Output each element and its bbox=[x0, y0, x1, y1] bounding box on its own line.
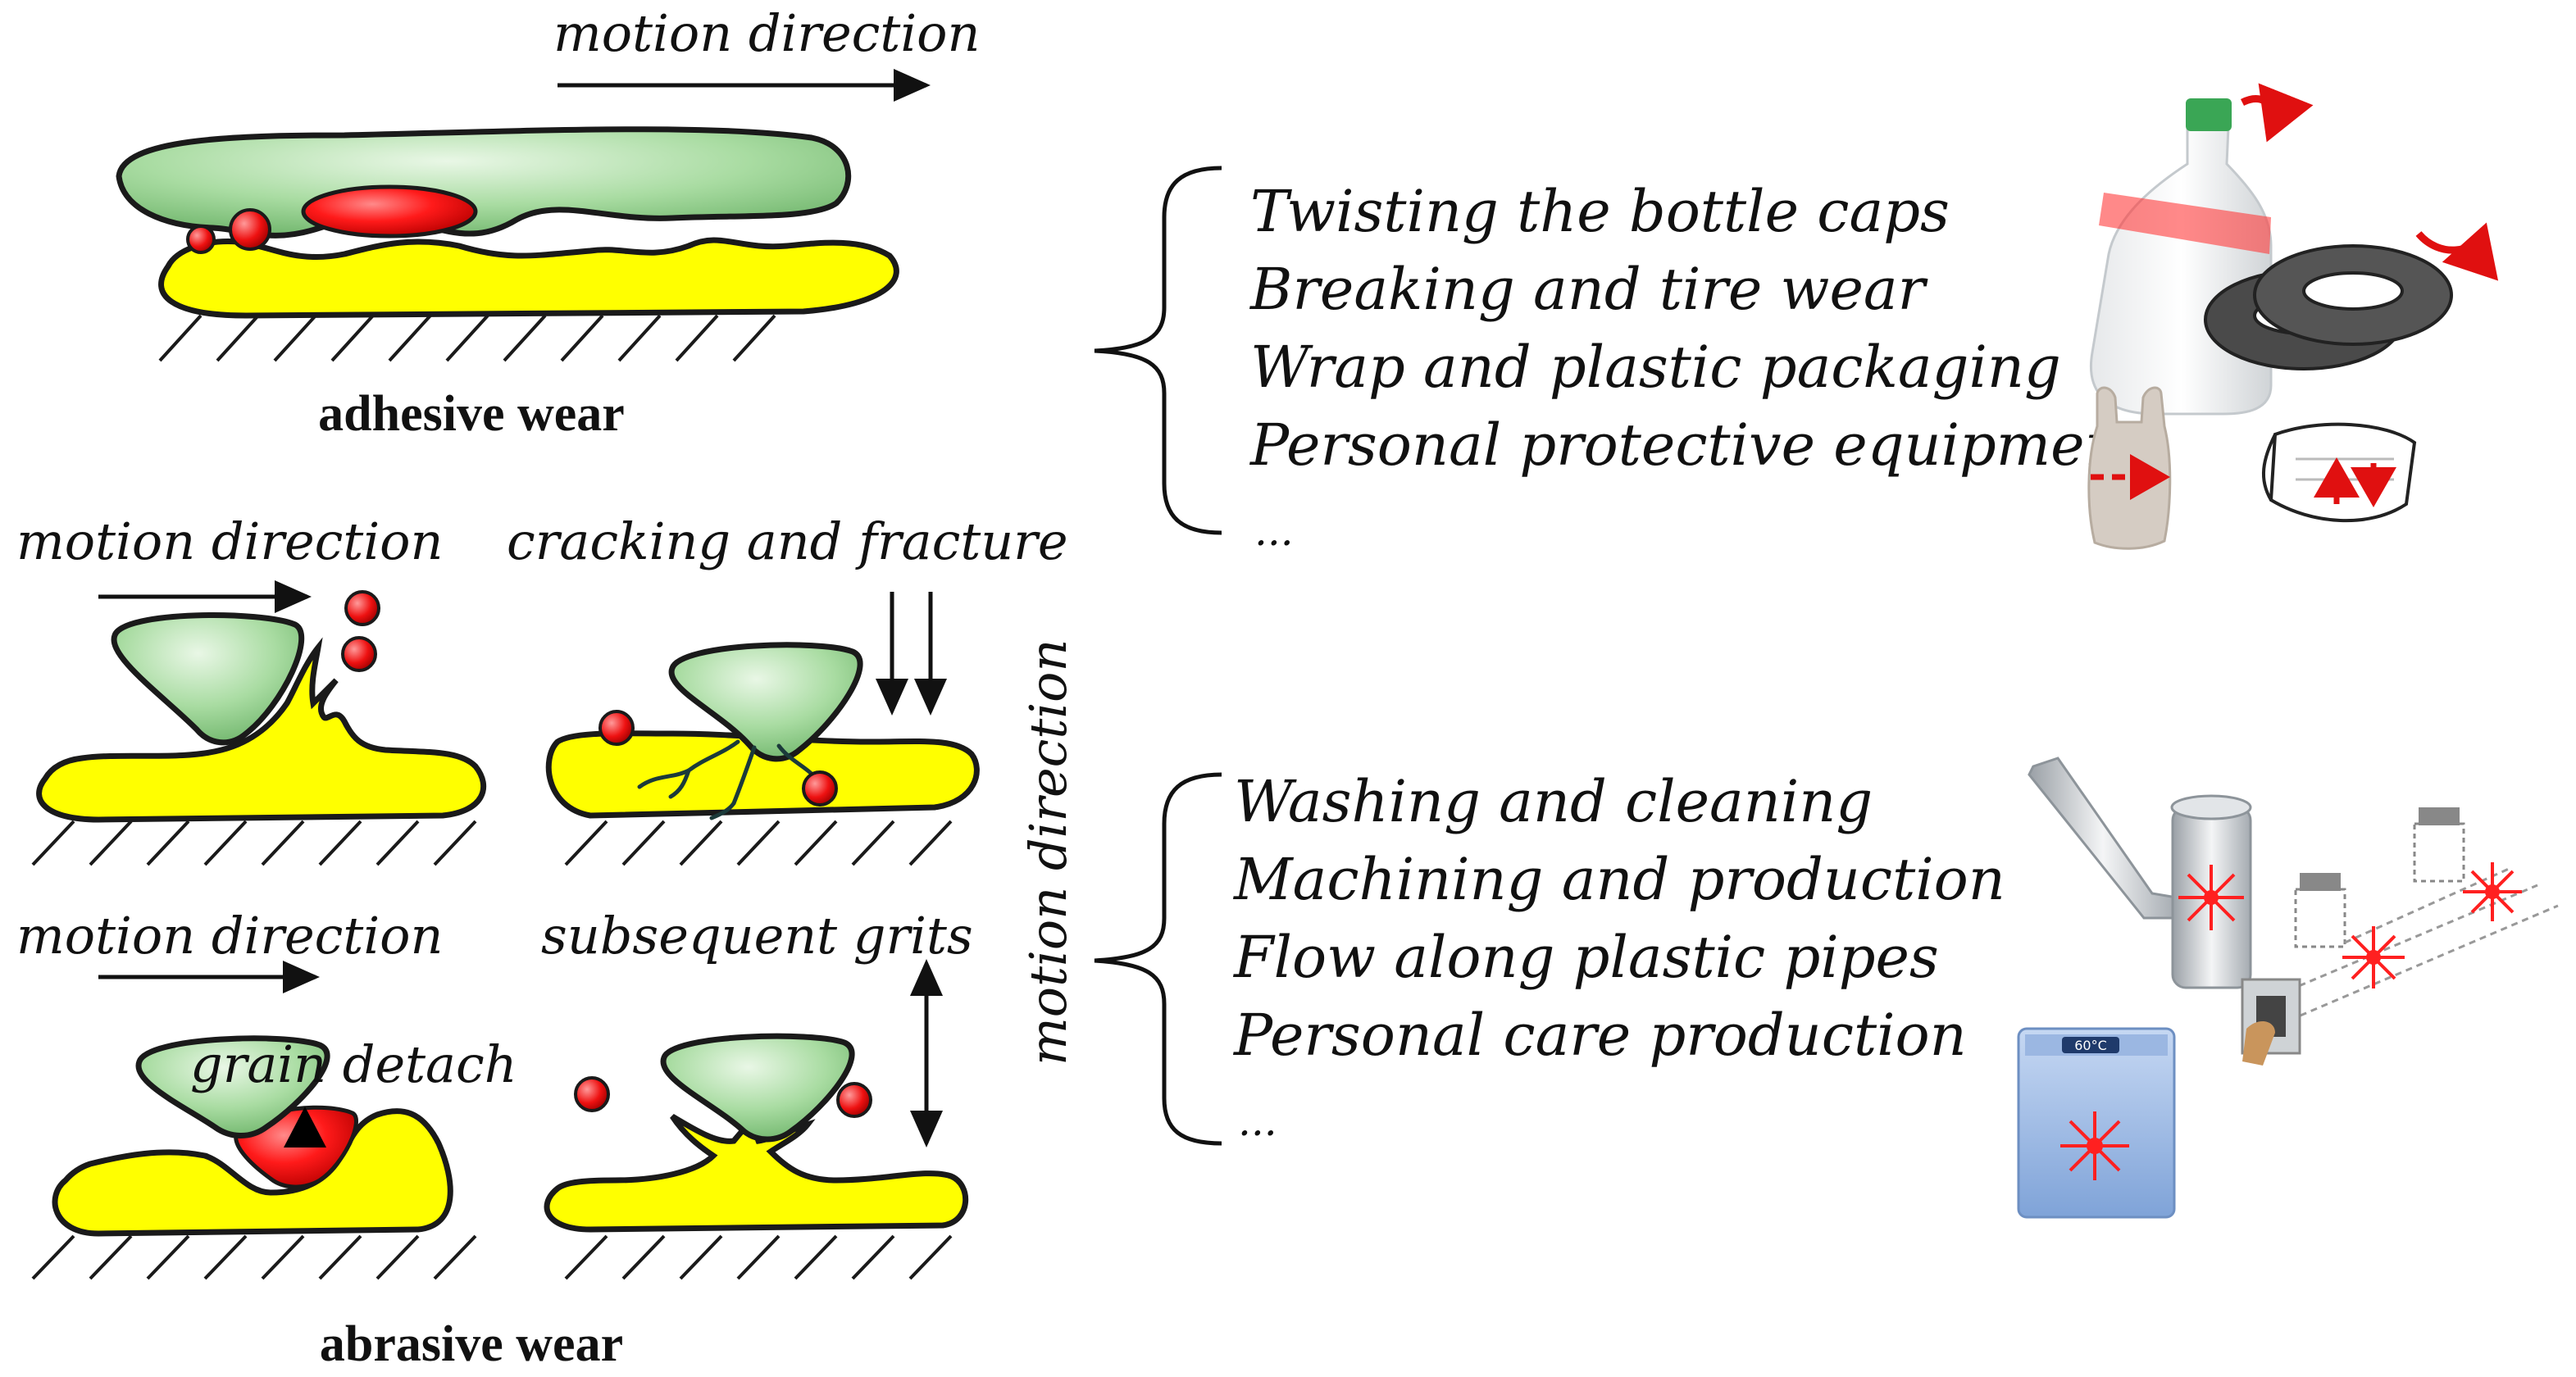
bottle-icon bbox=[2089, 83, 2314, 416]
adhesive-source-item: Personal protective equipment bbox=[1249, 411, 2146, 479]
grits-debris-1 bbox=[574, 1076, 610, 1112]
grits-debris-2 bbox=[836, 1082, 872, 1118]
abrasive-source-item: Personal care production bbox=[1232, 1002, 1967, 1069]
adhesive-source-ellipsis: ... bbox=[1254, 507, 1294, 555]
cracking-substrate bbox=[545, 730, 980, 819]
abrasive-source-item: Machining and production bbox=[1232, 846, 2005, 913]
adhesive-source-item: Breaking and tire wear bbox=[1249, 256, 1928, 323]
abrasive-motion-label-1: motion direction bbox=[16, 511, 443, 571]
cracking-debris-1 bbox=[598, 710, 635, 746]
cracking-label: cracking and fracture bbox=[507, 511, 1068, 571]
abrasive-source-ellipsis: ... bbox=[1238, 1098, 1277, 1145]
plowing-grit bbox=[111, 612, 305, 746]
adhesive-wear-panel: motion direction adhesive wear bbox=[116, 3, 980, 442]
abrasive-source-item: Flow along plastic pipes bbox=[1232, 924, 1939, 991]
plowing-substrate bbox=[36, 637, 486, 823]
spark-icon bbox=[2060, 1111, 2129, 1180]
grain-detach-grit bbox=[135, 1035, 330, 1138]
abrasive-ground-hatching-3 bbox=[31, 1234, 477, 1280]
grain-detach-label: grain detach bbox=[190, 1034, 517, 1094]
abrasive-brace bbox=[1094, 772, 1222, 1146]
subsequent-grits-grit bbox=[660, 1033, 855, 1143]
washer-temperature-display: 60°C bbox=[2074, 1038, 2107, 1053]
cracking-debris-2 bbox=[802, 770, 838, 807]
spark-icon bbox=[2178, 865, 2244, 930]
subsequent-grits-label: subsequent grits bbox=[541, 906, 973, 966]
tire-icon bbox=[2204, 222, 2498, 370]
adhesive-motion-label: motion direction bbox=[553, 3, 980, 63]
adhesive-debris-large bbox=[229, 208, 271, 251]
spark-burst-icons bbox=[2060, 862, 2522, 1180]
abrasive-wear-caption: abrasive wear bbox=[320, 1316, 623, 1372]
factory-line-icon bbox=[2241, 807, 2559, 1066]
cracking-grit bbox=[668, 642, 863, 762]
abrasive-motion-label-2: motion direction bbox=[16, 906, 443, 966]
adhesive-lower-substrate bbox=[158, 237, 899, 319]
abrasive-vertical-motion-label: motion direction bbox=[1018, 639, 1078, 1066]
abrasive-ground-hatching-4 bbox=[564, 1234, 953, 1280]
abrasive-ground-hatching-1 bbox=[31, 820, 477, 866]
plowing-debris-2 bbox=[341, 636, 377, 672]
plastic-bag-icon bbox=[2087, 386, 2172, 550]
adhesive-wear-caption: adhesive wear bbox=[318, 386, 625, 442]
plowing-debris-1 bbox=[344, 590, 380, 626]
abrasive-wear-panel: motion direction cracking and fracture bbox=[16, 511, 1078, 1372]
adhesive-upper-body bbox=[116, 126, 852, 239]
abrasive-ground-hatching-2 bbox=[564, 820, 953, 866]
pipe-icon bbox=[2028, 757, 2252, 989]
adhesive-ground-hatching bbox=[158, 314, 776, 362]
adhesive-transfer-particle bbox=[301, 184, 478, 239]
spark-icon bbox=[2463, 862, 2522, 921]
crack-lines bbox=[637, 739, 822, 820]
adhesive-brace bbox=[1094, 166, 1222, 535]
abrasive-source-item: Washing and cleaning bbox=[1234, 768, 1873, 835]
adhesive-source-item: Wrap and plastic packaging bbox=[1250, 334, 2061, 401]
spark-icon bbox=[2342, 926, 2405, 988]
adhesive-source-item: Twisting the bottle caps bbox=[1250, 178, 1950, 245]
adhesive-sources-list: Twisting the bottle caps Breaking and ti… bbox=[1249, 178, 2146, 555]
detach-direction-arrowhead bbox=[284, 1107, 326, 1148]
face-mask-icon bbox=[2261, 422, 2417, 523]
adhesive-debris-small bbox=[186, 225, 216, 254]
abrasive-sources-list: Washing and cleaning Machining and produ… bbox=[1232, 768, 2005, 1145]
